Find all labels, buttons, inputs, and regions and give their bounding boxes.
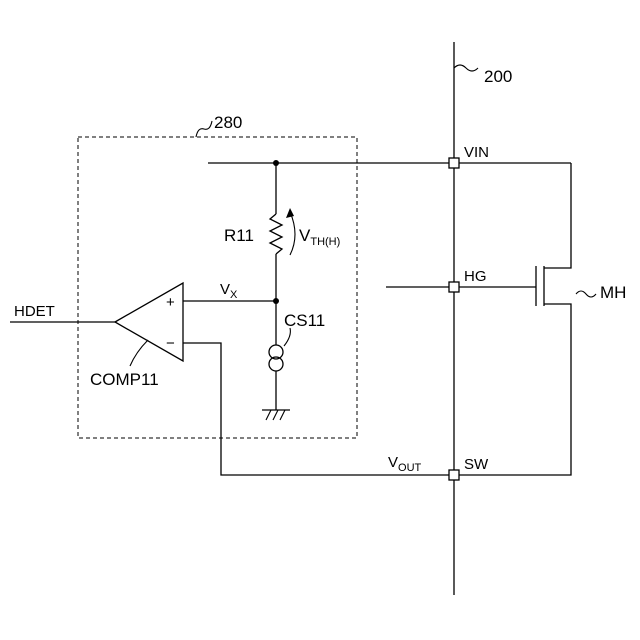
mh-source-wire [454, 304, 571, 475]
chip-ref-leader [454, 65, 478, 71]
chip-ref-label: 200 [484, 67, 512, 86]
block-ref-leader [196, 121, 212, 137]
hg-pin-label: HG [464, 268, 487, 285]
hg-pin [449, 282, 459, 292]
vth-arrow [290, 212, 295, 255]
comp11-minus-sign: − [166, 335, 175, 352]
ground-hatch-2 [273, 410, 278, 420]
comp11-minus-input-wire [183, 343, 454, 475]
comp11-leader [130, 340, 148, 366]
vth-label: VTH(H) [299, 226, 340, 248]
cs11-leader [284, 328, 290, 346]
comp11-label: COMP11 [90, 370, 159, 389]
vin-pin-label: VIN [464, 144, 489, 161]
vx-label: VX [220, 281, 238, 301]
r11-label: R11 [224, 226, 254, 245]
mh-label: MH [600, 283, 626, 302]
block-ref-label: 280 [214, 113, 242, 132]
comp11-plus-sign: + [166, 294, 175, 311]
ground-hatch-1 [266, 410, 271, 420]
cs11-label: CS11 [284, 311, 325, 330]
r11-resistor [270, 214, 282, 254]
mh-leader [576, 291, 596, 297]
block-280-outline [78, 137, 357, 438]
vth-arrowhead [286, 208, 294, 218]
sw-pin-label: SW [464, 456, 489, 473]
mh-drain-wire [544, 163, 571, 268]
sw-pin [449, 470, 459, 480]
vout-label: VOUT [388, 454, 422, 474]
vin-pin [449, 158, 459, 168]
hdet-label: HDET [14, 303, 55, 320]
ground-hatch-3 [280, 410, 285, 420]
